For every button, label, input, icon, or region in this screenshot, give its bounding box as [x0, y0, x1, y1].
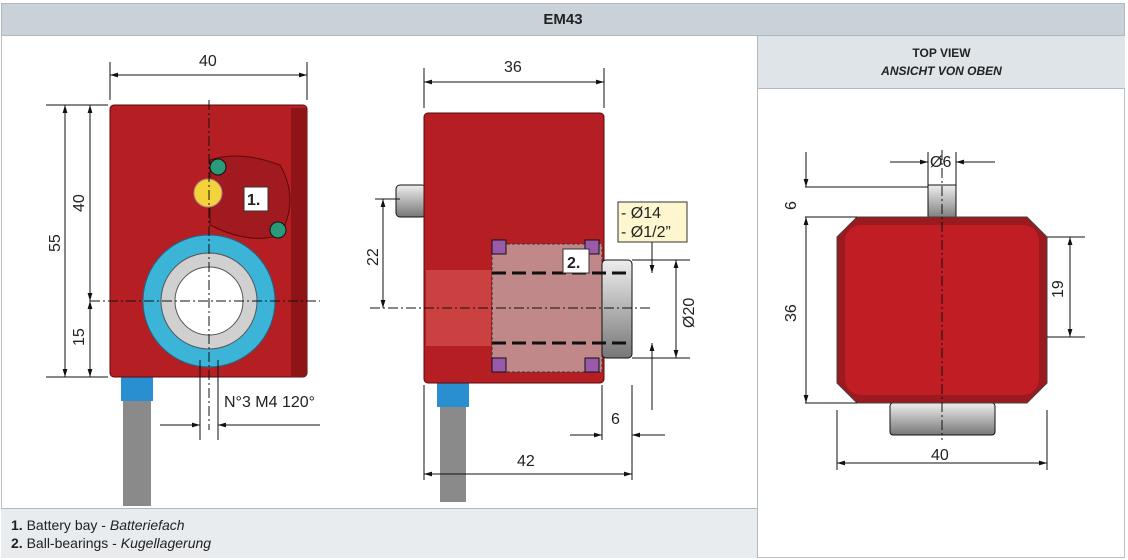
page-title: EM43 — [1, 3, 1125, 36]
callout-1-box — [243, 186, 269, 212]
legend-item: 2. Ball-bearings - Kugellagerung — [11, 534, 747, 552]
legend: 1. Battery bay - Batteriefach 2. Ball-be… — [1, 508, 757, 558]
title-text: EM43 — [543, 11, 583, 28]
dim-front-width: 40 — [199, 53, 217, 70]
top-view — [803, 150, 1085, 470]
callout-2: 2. — [567, 255, 580, 272]
legend-en: Battery bay — [26, 517, 98, 533]
legend-de: Kugellagerung — [120, 535, 212, 551]
dim-top-width: 40 — [931, 447, 949, 464]
dim-screws: N°3 M4 120° — [224, 394, 315, 411]
divider — [757, 36, 758, 558]
dim-front-lower: 15 — [71, 328, 88, 346]
dim-bore-metric: - Ø14 — [621, 205, 661, 222]
legend-sep: - — [108, 535, 121, 551]
callout-2-box — [562, 248, 590, 274]
dim-depth: 36 — [783, 304, 800, 322]
dim-offset: 19 — [1050, 280, 1067, 298]
dim-collar-dia: Ø20 — [681, 298, 698, 328]
dim-collar-len: 6 — [611, 411, 620, 428]
legend-num: 1. — [11, 517, 23, 533]
legend-num: 2. — [11, 535, 23, 551]
legend-de: Batteriefach — [109, 517, 185, 533]
technical-drawing: 1. 2. 40 55 40 15 N°3 M4 120° 36 22 - Ø1… — [46, 53, 1085, 506]
top-view-title: TOP VIEW — [912, 46, 971, 60]
legend-en: Ball-bearings — [26, 535, 109, 551]
dim-side-width: 36 — [504, 59, 522, 76]
dim-shaft: Ø6 — [930, 154, 951, 171]
callout-1: 1. — [247, 192, 260, 209]
legend-item: 1. Battery bay - Batteriefach — [11, 516, 747, 534]
legend-sep: - — [97, 517, 110, 533]
dim-side-offset: 22 — [365, 248, 382, 266]
dim-total-len: 42 — [517, 453, 535, 470]
front-view — [46, 62, 320, 506]
top-view-subtitle: ANSICHT VON OBEN — [881, 64, 1002, 78]
side-view — [370, 68, 690, 502]
dim-front-upper: 40 — [71, 194, 88, 212]
dim-front-height: 55 — [47, 234, 64, 252]
dim-bore-imperial: - Ø1/2” — [621, 224, 671, 241]
dim-shaft-len: 6 — [783, 201, 800, 210]
top-view-header: TOP VIEW ANSICHT VON OBEN — [757, 36, 1125, 89]
